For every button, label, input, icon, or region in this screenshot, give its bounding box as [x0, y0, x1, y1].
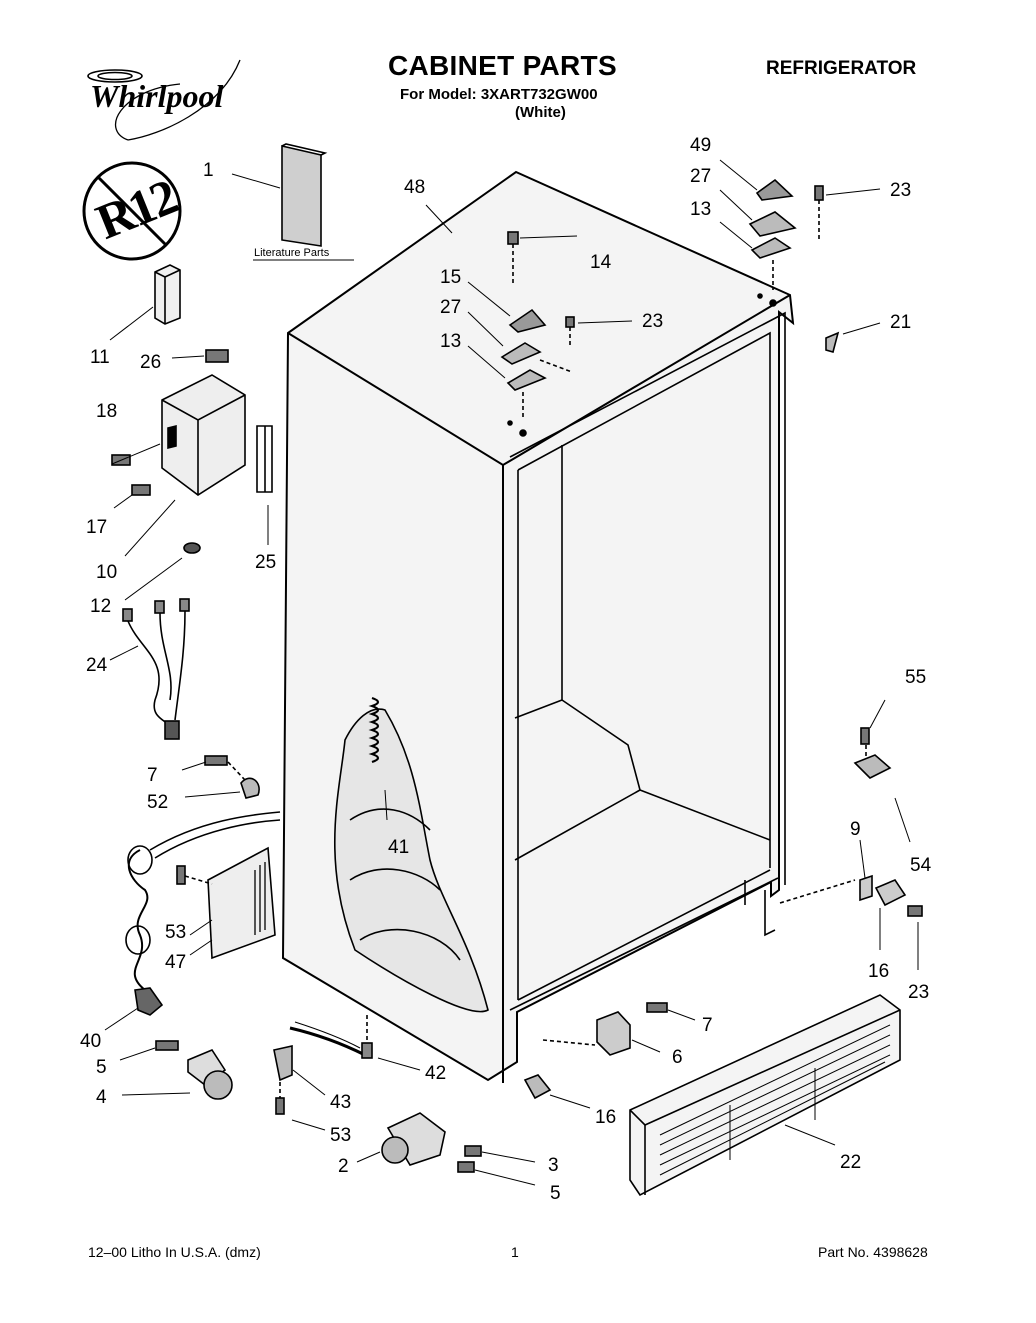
callout-14: 14: [590, 252, 612, 273]
callout-21: 21: [890, 312, 912, 333]
callout-1: 1: [203, 160, 214, 181]
callout-7: 7: [147, 765, 158, 786]
callout-27-b: 27: [440, 297, 462, 318]
callout-25: 25: [255, 552, 277, 573]
callout-49: 49: [690, 135, 712, 156]
callout-17: 17: [86, 517, 108, 538]
callout-18: 18: [96, 401, 118, 422]
callout-23-b: 23: [642, 311, 664, 332]
callout-53-b: 53: [330, 1125, 352, 1146]
callout-23: 23: [890, 180, 912, 201]
callout-3: 3: [548, 1155, 559, 1176]
callout-6: 6: [672, 1047, 683, 1068]
callout-53: 53: [165, 922, 187, 943]
color-line: (White): [515, 104, 566, 121]
page-title: CABINET PARTS: [388, 50, 617, 81]
footer-page-number: 1: [511, 1244, 519, 1260]
callout-9: 9: [850, 819, 861, 840]
appliance-type: REFRIGERATOR: [766, 58, 917, 79]
callout-48: 48: [404, 177, 426, 198]
model-line: For Model: 3XART732GW00: [400, 86, 598, 103]
callout-27: 27: [690, 166, 712, 187]
callout-4: 4: [96, 1087, 107, 1108]
whirlpool-logo: Whirlpool: [90, 78, 224, 114]
callout-16-b: 16: [595, 1107, 617, 1128]
callout-13: 13: [690, 199, 712, 220]
callout-42: 42: [425, 1063, 447, 1084]
callout-16: 16: [868, 961, 890, 982]
callout-12: 12: [90, 596, 112, 617]
footer-litho: 12–00 Litho In U.S.A. (dmz): [88, 1244, 261, 1260]
callout-13-b: 13: [440, 331, 462, 352]
callout-2: 2: [338, 1156, 349, 1177]
callout-5: 5: [96, 1057, 107, 1078]
callout-52: 52: [147, 792, 169, 813]
callout-40: 40: [80, 1031, 102, 1052]
callout-22: 22: [840, 1152, 862, 1173]
callout-7-b: 7: [702, 1015, 713, 1036]
callout-24: 24: [86, 655, 108, 676]
callout-5-b: 5: [550, 1183, 561, 1204]
callout-54: 54: [910, 855, 932, 876]
callout-43: 43: [330, 1092, 352, 1113]
callout-10: 10: [96, 562, 118, 583]
callout-41: 41: [388, 837, 410, 858]
callout-23-c: 23: [908, 982, 930, 1003]
footer-part-number: Part No. 4398628: [818, 1244, 928, 1260]
callout-47: 47: [165, 952, 187, 973]
callout-26: 26: [140, 352, 162, 373]
callout-55: 55: [905, 667, 927, 688]
literature-parts-label: Literature Parts: [254, 247, 330, 259]
callout-15: 15: [440, 267, 462, 288]
callout-11: 11: [90, 347, 110, 368]
